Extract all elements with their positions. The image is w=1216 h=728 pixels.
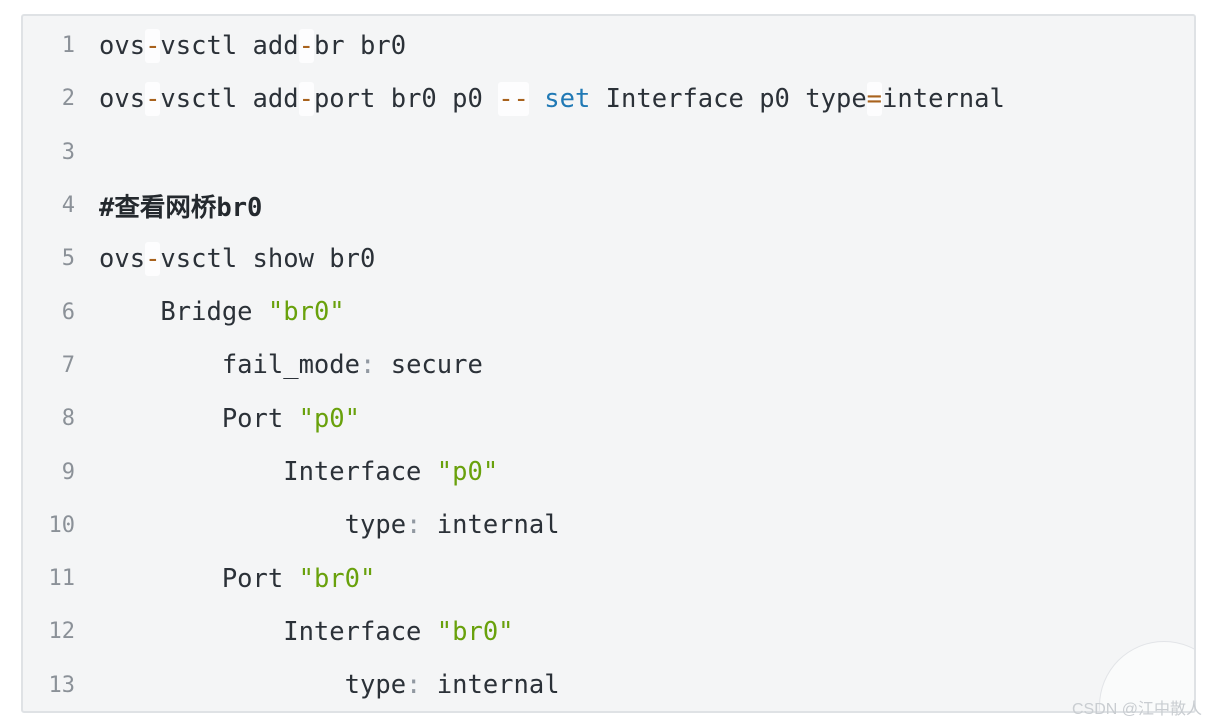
punctuation-token: : — [406, 670, 422, 701]
code-line-6: 6 Bridge "br0" — [23, 285, 1194, 338]
code-line-13: 13 type: internal — [23, 659, 1194, 711]
code-text: Interface "p0" — [75, 457, 498, 487]
operator-token: - — [298, 81, 314, 116]
token-text: internal — [421, 670, 560, 701]
line-number: 5 — [61, 246, 75, 272]
line-number: 10 — [48, 512, 76, 538]
token-text: type — [99, 510, 407, 541]
token-text: fail_mode — [99, 350, 360, 381]
token-text: Interface p0 type — [590, 83, 867, 114]
token-text: Bridge — [99, 297, 268, 328]
line-number: 13 — [48, 672, 76, 698]
code-text: #查看网桥br0 — [75, 187, 262, 224]
punctuation-token: : — [406, 510, 422, 541]
token-text: Port — [99, 563, 299, 594]
code-line-12: 12 Interface "br0" — [23, 605, 1194, 658]
keyword-token: set — [544, 83, 591, 114]
code-line-11: 11 Port "br0" — [23, 552, 1194, 605]
code-text: ovs-vsctl add-br br0 — [75, 28, 407, 63]
token-text: vsctl add — [160, 30, 299, 61]
string-token: "br0" — [436, 616, 514, 647]
string-token: "br0" — [298, 563, 376, 594]
code-line-8: 8 Port "p0" — [23, 392, 1194, 445]
code-text: Port "p0" — [75, 404, 360, 434]
line-number: 9 — [61, 459, 75, 485]
string-token: "br0" — [267, 297, 345, 328]
token-text: ovs — [99, 30, 146, 61]
code-line-4: 4 #查看网桥br0 — [23, 179, 1194, 232]
code-text: Port "br0" — [75, 563, 376, 594]
line-number: 4 — [61, 193, 75, 219]
line-number: 6 — [61, 299, 75, 325]
token-text: internal — [421, 510, 560, 541]
operator-token: - — [298, 28, 314, 63]
line-number: 8 — [61, 406, 75, 432]
code-text: type: internal — [75, 670, 560, 700]
token-text: ovs — [99, 243, 146, 274]
token-text: Interface — [99, 616, 437, 647]
string-token: "p0" — [298, 403, 361, 434]
token-text: Interface — [99, 457, 437, 488]
token-text: port br0 p0 — [313, 83, 499, 114]
code-line-10: 10 type: internal — [23, 499, 1194, 552]
code-line-9: 9 Interface "p0" — [23, 445, 1194, 498]
token-text: vsctl add — [160, 83, 299, 114]
line-number: 1 — [61, 33, 75, 59]
operator-token: - — [145, 81, 161, 116]
line-number: 2 — [61, 86, 75, 112]
code-text: type: internal — [75, 510, 560, 540]
punctuation-token: : — [360, 350, 376, 381]
line-number: 3 — [61, 139, 75, 165]
token-text — [529, 84, 544, 114]
operator-token: - — [145, 28, 161, 63]
code-line-7: 7 fail_mode: secure — [23, 339, 1194, 392]
code-line-3: 3 — [23, 126, 1194, 179]
comment-token: #查看网桥br0 — [99, 193, 263, 224]
token-text: Port — [99, 403, 299, 434]
operator-token: - — [145, 241, 161, 276]
csdn-watermark: CSDN @江中散人 — [1071, 701, 1202, 718]
token-text: br br0 — [313, 30, 407, 61]
code-text: ovs-vsctl add-port br0 p0 -- set Interfa… — [75, 81, 1005, 116]
code-text: fail_mode: secure — [75, 350, 483, 380]
code-text: ovs-vsctl show br0 — [75, 241, 376, 276]
operator-token: = — [866, 81, 883, 116]
token-text: ovs — [99, 83, 146, 114]
line-number: 7 — [61, 352, 75, 378]
code-text: Interface "br0" — [75, 616, 514, 647]
code-text: Bridge "br0" — [75, 297, 345, 328]
token-text: internal — [882, 83, 1005, 114]
token-text: vsctl show br0 — [160, 243, 376, 274]
operator-token: -- — [498, 81, 529, 116]
line-number: 11 — [48, 566, 76, 592]
line-number: 12 — [48, 619, 76, 645]
token-text: secure — [375, 350, 483, 381]
token-text: type — [99, 670, 407, 701]
string-token: "p0" — [436, 457, 499, 488]
